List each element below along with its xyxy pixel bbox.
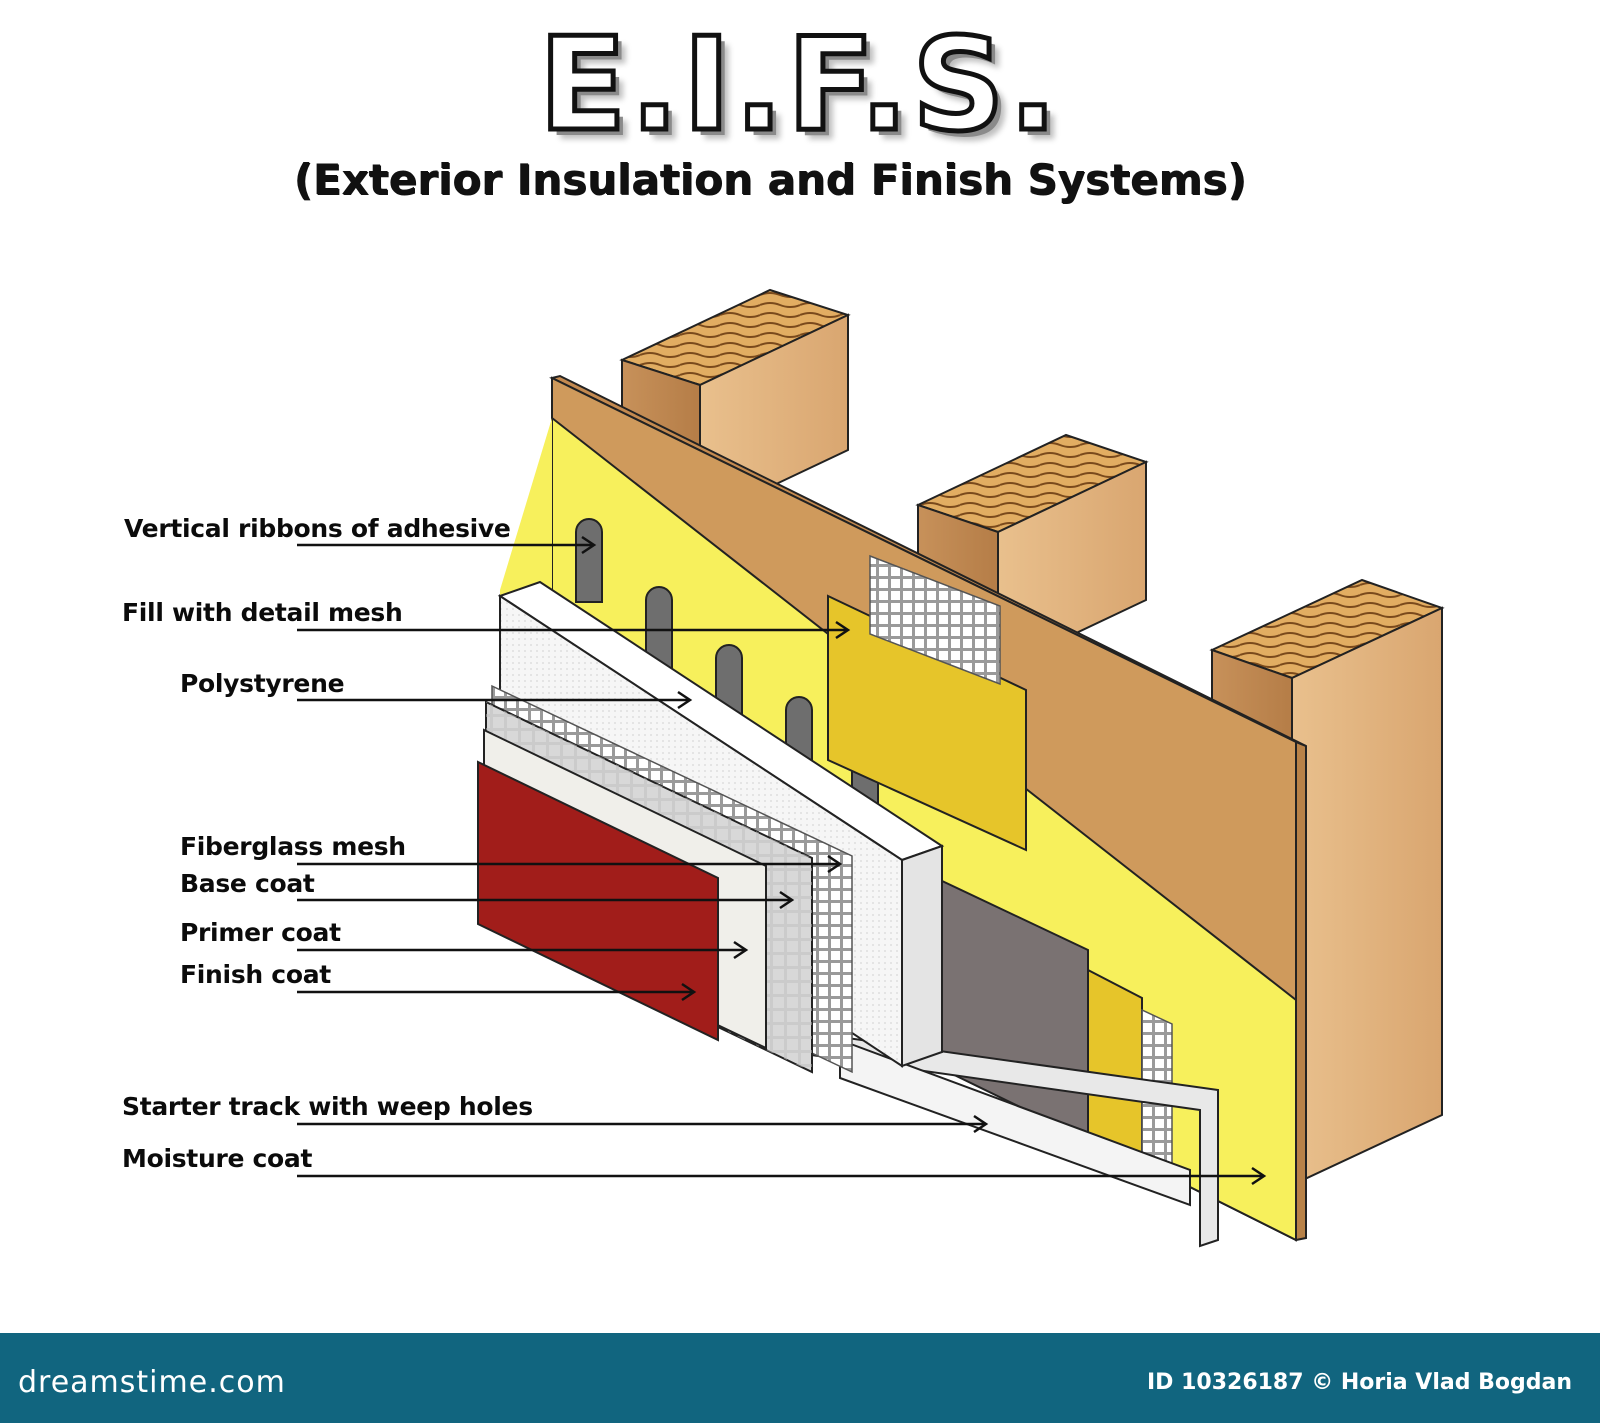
label-starter-track-with-weep-holes: Starter track with weep holes bbox=[122, 1092, 533, 1121]
footer-credit: ID 10326187 © Horia Vlad Bogdan bbox=[1146, 1370, 1572, 1395]
diagram-title: E.I.F.S. bbox=[536, 11, 1062, 160]
label-base-coat: Base coat bbox=[180, 869, 315, 898]
label-finish-coat: Finish coat bbox=[180, 960, 331, 989]
label-vertical-ribbons-of-adhesive: Vertical ribbons of adhesive bbox=[124, 514, 511, 543]
footer-bar: dreamstime.com ID 10326187 © Horia Vlad … bbox=[0, 1333, 1600, 1423]
footer-brand[interactable]: dreamstime.com bbox=[18, 1365, 286, 1400]
label-fill-with-detail-mesh: Fill with detail mesh bbox=[122, 598, 403, 627]
moisture-coat-edge bbox=[500, 418, 552, 600]
label-fiberglass-mesh: Fiberglass mesh bbox=[180, 832, 406, 861]
label-moisture-coat: Moisture coat bbox=[122, 1144, 313, 1173]
label-polystyrene: Polystyrene bbox=[180, 669, 345, 698]
eifs-wall-illustration bbox=[297, 288, 1445, 1248]
diagram-subtitle: (Exterior Insulation and Finish Systems) bbox=[293, 155, 1247, 204]
leader-arrows bbox=[297, 535, 1267, 1186]
detail-mesh-patch bbox=[827, 554, 1027, 852]
label-primer-coat: Primer coat bbox=[180, 918, 341, 947]
